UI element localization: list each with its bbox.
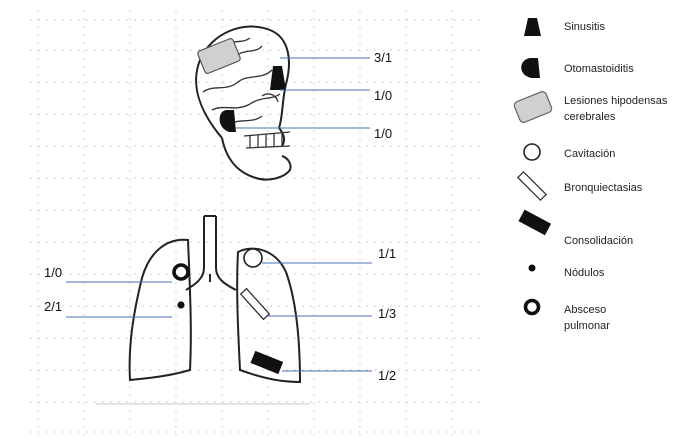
legend-absceso-icon — [526, 301, 539, 314]
ratio-nodules: 2/1 — [44, 299, 62, 314]
legend-bronquiectasias-label: Bronquiectasias — [564, 182, 643, 194]
ratio-consolidation: 1/2 — [378, 368, 396, 383]
background-grid — [30, 10, 480, 438]
ratio-head-1: 1/0 — [374, 88, 392, 103]
ratio-bronchiectasis: 1/3 — [378, 306, 396, 321]
legend-lesiones-label-line2: cerebrales — [564, 111, 616, 123]
legend-bronquiectasias-icon — [518, 172, 546, 200]
ratio-head-2: 1/0 — [374, 126, 392, 141]
legend-absceso-label-line1: Absceso — [564, 304, 606, 316]
brain-lesion-marker — [197, 38, 241, 74]
legend-otomastoiditis-icon — [521, 58, 540, 78]
lungs-illustration — [96, 216, 310, 404]
legend-sinusitis-icon — [524, 18, 541, 36]
legend-nodulos-label: Nódulos — [564, 267, 605, 279]
legend-otomastoiditis-label: Otomastoiditis — [564, 63, 634, 75]
ratio-cavitation: 1/1 — [378, 246, 396, 261]
cavitation-marker — [244, 249, 262, 267]
consolidation-marker — [250, 351, 283, 374]
legend-nodulos-icon — [529, 265, 536, 272]
abscess-marker — [174, 265, 188, 279]
ratio-abscess: 1/0 — [44, 265, 62, 280]
legend-consolidacion-icon — [518, 210, 551, 236]
legend-lesiones-icon — [513, 90, 553, 123]
legend-lesiones-label-line1: Lesiones hipodensas — [564, 95, 668, 107]
legend-consolidacion-label: Consolidación — [564, 235, 633, 247]
legend-cavitacion-label: Cavitación — [564, 148, 615, 160]
legend-absceso-label-line2: pulmonar — [564, 320, 610, 332]
otomastoiditis-marker — [220, 110, 236, 132]
ratio-sinusitis: 3/1 — [374, 50, 392, 65]
nodule-marker — [177, 301, 184, 308]
legend: Sinusitis Otomastoiditis Lesiones hipode… — [513, 18, 668, 332]
legend-sinusitis-label: Sinusitis — [564, 21, 605, 33]
bronchiectasis-marker — [241, 289, 270, 320]
sinusitis-marker — [270, 66, 286, 90]
legend-cavitacion-icon — [524, 144, 540, 160]
